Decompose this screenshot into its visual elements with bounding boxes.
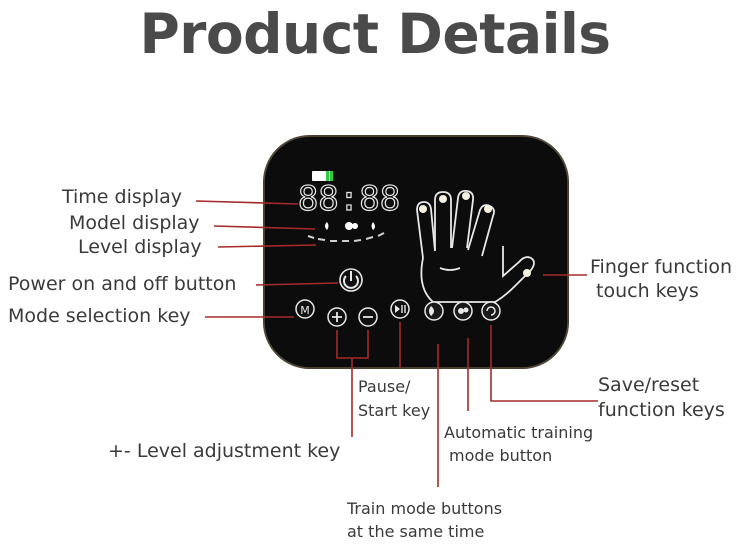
power-icon	[343, 275, 359, 289]
finger-key-2	[439, 195, 447, 203]
label-mode-selection: Mode selection key	[8, 305, 191, 327]
label-model-display: Model display	[69, 212, 200, 234]
finger-function-keys[interactable]	[419, 192, 531, 277]
label-pause-start-2: Start key	[358, 401, 431, 420]
label-train-mode-1: Train mode buttons	[347, 499, 503, 518]
device-bezel	[263, 135, 569, 369]
finger-key-1	[419, 205, 427, 213]
mode-selection-button[interactable]: M	[295, 299, 315, 319]
label-level-display: Level display	[78, 236, 202, 258]
pause-start-button[interactable]	[390, 299, 410, 319]
model-icon-3	[371, 222, 375, 230]
minus-button[interactable]	[358, 307, 378, 327]
label-automatic-training-1: Automatic training	[444, 423, 594, 442]
device: 88:88 M	[263, 135, 569, 369]
label-finger-function-1: Finger function	[590, 256, 733, 278]
finger-key-3	[462, 192, 470, 200]
finger-key-5	[523, 269, 531, 277]
mode-m-icon: M	[300, 304, 310, 317]
page-title: Product Details	[139, 2, 611, 66]
label-power-button: Power on and off button	[8, 273, 237, 295]
train-mode-button[interactable]	[424, 301, 444, 321]
device-panel	[263, 135, 569, 369]
automatic-training-button[interactable]	[453, 301, 473, 321]
leader-power	[255, 282, 339, 286]
level-display-arc	[307, 232, 385, 242]
leader-lines	[195, 200, 598, 487]
leader-model	[213, 225, 316, 230]
label-finger-function-2: touch keys	[596, 280, 699, 302]
model-icon-2	[345, 222, 353, 230]
leader-save	[490, 325, 598, 402]
battery-icon	[312, 171, 333, 181]
label-pause-start-1: Pause/	[358, 377, 411, 396]
save-reset-icon	[486, 306, 496, 316]
label-save-reset-2: function keys	[598, 399, 725, 421]
label-train-mode-2: at the same time	[347, 522, 485, 541]
leader-time	[195, 200, 299, 205]
time-display: 88:88	[298, 179, 400, 219]
model-display-icons	[325, 222, 375, 230]
plus-button[interactable]	[327, 307, 347, 327]
label-level-adjustment: +- Level adjustment key	[108, 440, 341, 462]
save-reset-button[interactable]	[481, 301, 501, 321]
label-save-reset-1: Save/reset	[598, 374, 700, 396]
pause-play-icon	[395, 305, 400, 313]
label-time-display: Time display	[62, 186, 183, 208]
plus-icon	[332, 312, 342, 322]
power-button[interactable]	[339, 268, 363, 292]
label-automatic-training-2: mode button	[449, 446, 553, 465]
finger-key-4	[484, 205, 492, 213]
model-icon-1	[325, 222, 329, 230]
leader-level	[217, 244, 317, 248]
